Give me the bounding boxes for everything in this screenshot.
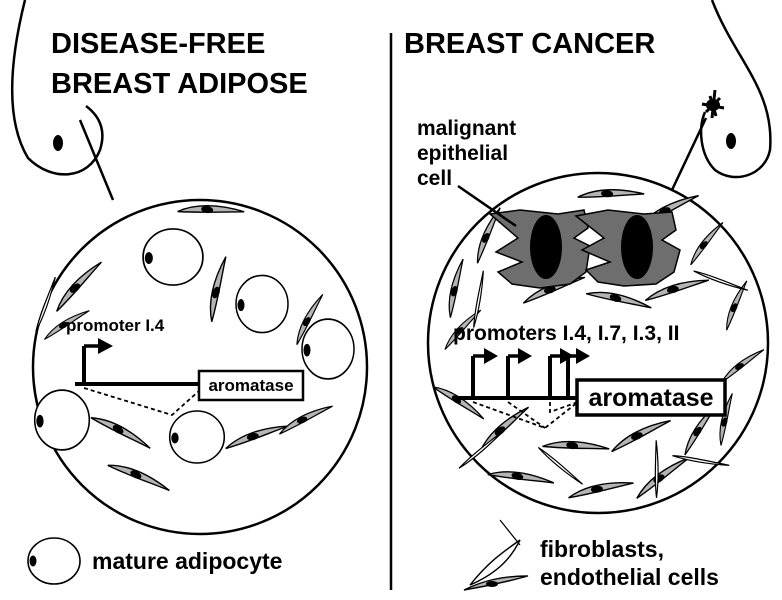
right-promoters-label: promoters I.4, I.7, I.3, II (453, 322, 679, 345)
malignant-label-line1: malignant (417, 117, 516, 140)
malignant-label-line2: epithelial (417, 142, 508, 165)
adipose-tissue-circle (31, 198, 369, 536)
right-promoter-construct (457, 348, 590, 430)
left-promoter-label: promoter I.4 (66, 316, 165, 335)
malignant-cell-2 (574, 209, 681, 287)
legend-adipocyte-label: mature adipocyte (92, 548, 282, 574)
left-nipple (53, 135, 63, 151)
malignant-label-line3: cell (417, 167, 452, 190)
right-gene-label: aromatase (588, 384, 713, 412)
left-gene-label: aromatase (208, 376, 293, 395)
right-title: BREAST CANCER (404, 28, 655, 60)
left-title-line2: BREAST ADIPOSE (51, 68, 308, 100)
right-breast-outline (699, 0, 772, 179)
legend-fibroblast-pointer (499, 519, 521, 546)
left-promoter-construct (75, 338, 206, 417)
malignant-callout-line (457, 184, 517, 228)
right-callout-line (670, 117, 708, 191)
legend-fibroblast-symbol (463, 539, 529, 591)
right-nipple (726, 133, 736, 149)
malignant-cell-1 (488, 209, 591, 289)
left-title-line1: DISEASE-FREE (51, 28, 265, 60)
tumor-icon (701, 89, 725, 119)
legend-fibroblast-line2: endothelial cells (540, 564, 719, 590)
right-aromatase-box (575, 378, 727, 417)
left-callout-line (78, 119, 115, 201)
left-breast-outline (11, 0, 104, 176)
legend-fibroblast-line1: fibroblasts, (540, 536, 664, 562)
left-aromatase-box (197, 369, 305, 402)
legend-adipocyte-symbol (27, 537, 81, 585)
